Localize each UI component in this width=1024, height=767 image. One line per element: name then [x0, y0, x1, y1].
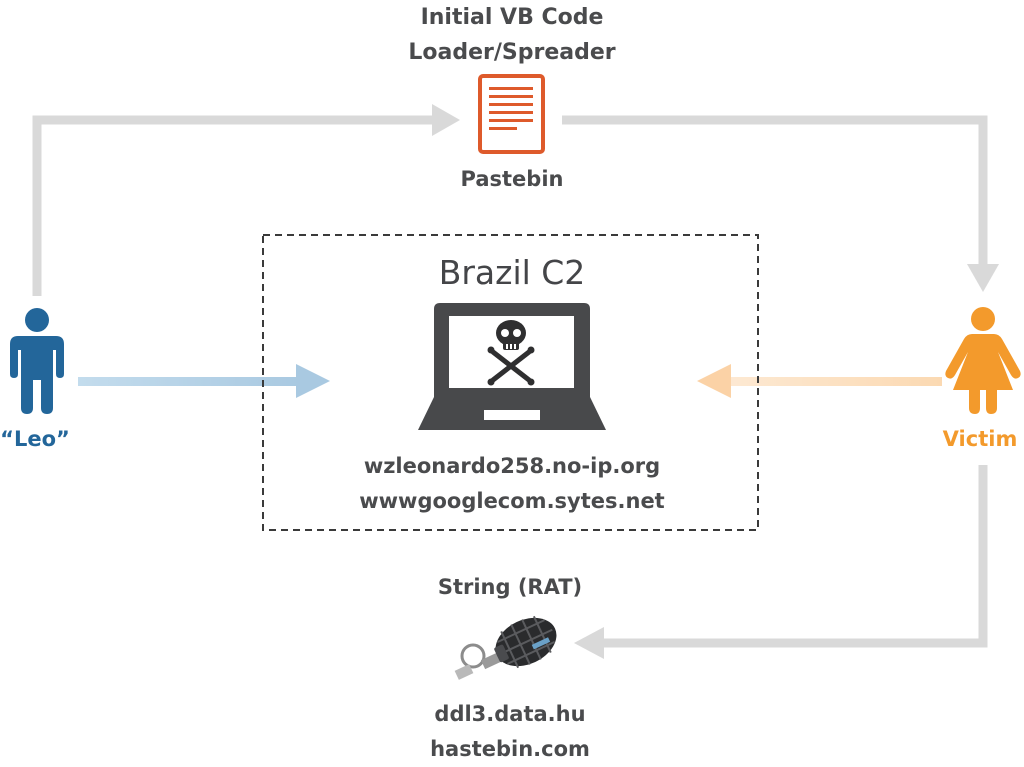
victim-label: Victim: [942, 427, 1018, 451]
loader-title-line1: Initial VB Code: [420, 5, 604, 30]
flow-arrow-leo-to-pastebin: [32, 104, 460, 296]
rat-title: String (RAT): [437, 575, 583, 599]
rat-host-list: ddl3.data.hu hastebin.com: [360, 697, 660, 767]
c2-host: wzleonardo258.no-ip.org: [363, 454, 661, 478]
rat-host: ddl3.data.hu: [434, 702, 586, 726]
arrow-leo-to-c2: [78, 364, 330, 398]
c2-boundary-box: [262, 234, 759, 531]
arrow-victim-to-c2: [697, 364, 942, 398]
grenade-usb-drive-icon: [454, 615, 557, 680]
male-person-icon: [10, 308, 64, 414]
c2-host-list: wzleonardo258.no-ip.org wwwgooglecom.syt…: [300, 449, 724, 519]
loader-title-line2: Loader/Spreader: [408, 40, 616, 65]
loader-title: Initial VB Code Loader/Spreader: [362, 0, 662, 70]
flow-arrow-pastebin-to-victim: [562, 115, 999, 292]
c2-host: wwwgooglecom.sytes.net: [359, 489, 665, 513]
document-icon: [478, 74, 545, 154]
rat-host: hastebin.com: [430, 737, 590, 761]
attacker-label: “Leo”: [0, 427, 70, 451]
laptop-skull-icon: [418, 303, 606, 430]
c2-title: Brazil C2: [438, 253, 586, 292]
flow-arrow-victim-to-rat: [574, 465, 988, 659]
female-person-icon: [945, 307, 1021, 414]
skull-icon: [487, 320, 535, 386]
pastebin-label: Pastebin: [460, 167, 564, 191]
